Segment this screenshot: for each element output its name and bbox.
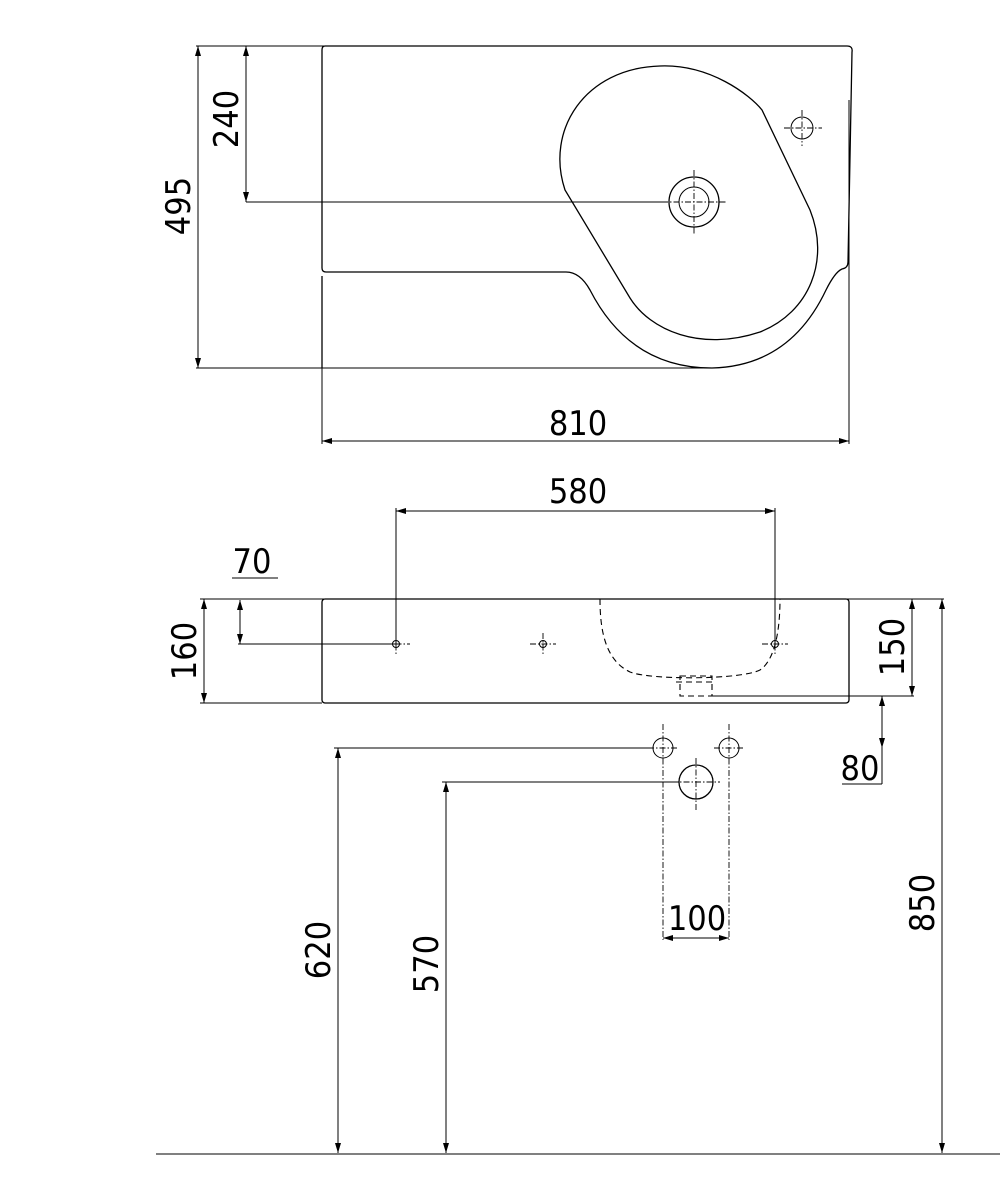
drain-outlet-hidden: [679, 675, 713, 697]
dim-drain-offset-label: 240: [207, 90, 247, 148]
basin-front-outline: [321, 598, 850, 704]
drain-outer-ring: [668, 176, 720, 228]
wall-connections: 100 620 570 850: [156, 599, 1000, 1155]
hole-marker-center: [530, 633, 556, 655]
bowl-hidden-line: [599, 598, 781, 679]
dim-width-label: 810: [549, 404, 607, 444]
dim-supply-spacing-label: 100: [668, 899, 726, 939]
dim-hole-from-top-label: 70: [233, 542, 272, 582]
dim-rim-height-label: 850: [903, 874, 943, 932]
plan-view: 810 495 240: [159, 45, 853, 444]
dim-supply-height-label: 620: [299, 921, 339, 979]
dim-depth-label: 495: [159, 177, 199, 235]
dim-drain-height-label: 570: [407, 935, 447, 993]
bowl-outline: [559, 65, 819, 341]
dim-front-height-label: 160: [165, 622, 205, 680]
dim-hole-spacing-label: 580: [549, 472, 607, 512]
front-view: 580 70 160 150 80: [165, 472, 944, 789]
dim-pipe-offset-label: 80: [841, 749, 880, 789]
dim-bowl-depth-label: 150: [873, 618, 913, 676]
